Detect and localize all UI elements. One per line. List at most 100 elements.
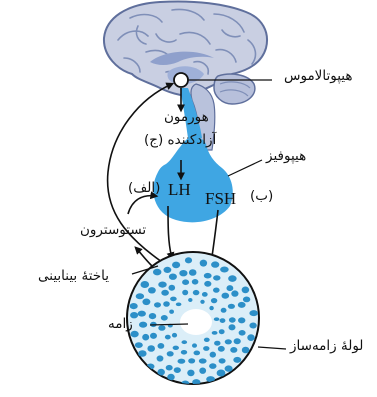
tubule-cell-dot [214,341,220,346]
tubule-cell-dot [130,303,138,309]
tubule-cell-dot [163,301,170,307]
tubule-cell-dot [249,310,258,316]
tubule-cell-dot [247,334,254,341]
tubule-cell-dot [192,343,197,347]
tubule-cell-dot [243,297,250,303]
tubule-cell-dot [135,342,143,348]
tubule-cell-dot [139,322,147,328]
tubule-cell-dot [182,290,188,296]
seminiferous-tubule-label: لولهٔ زامه‌ساز [290,340,363,354]
cerebellum [214,74,255,104]
tubule-cell-dot [149,313,156,319]
tubule-cell-dot [138,350,146,357]
tubule-cell-dot [158,343,165,349]
tubule-cell-dot [230,347,237,353]
feedback-to-pituitary-arrow [128,196,156,214]
pituitary-label: هیپوفیز [266,150,306,164]
tubule-cell-dot [242,347,250,354]
tubule-cell-dot [229,324,236,330]
lumen-label: زامه [108,318,133,332]
testosterone-output-arrow [136,248,152,266]
fsh-letter-label: (ب) [250,190,273,204]
tubule-leader [258,347,286,349]
tubule-cell-dot [161,290,169,296]
tubule-cell-dot [217,370,226,377]
lh-label: LH [168,181,191,198]
tubule-cell-dot [202,292,208,297]
tubule-cell-dot [231,290,238,296]
tubule-cell-dot [219,358,226,363]
tubule-cell-dot [158,325,165,331]
tubule-lumen [180,309,212,335]
tubule-cell-dot [141,281,150,288]
tubule-cell-dot [238,317,245,323]
tubule-cell-dot [233,357,241,363]
tubule-cell-dot [199,358,207,363]
tubule-cell-dot [178,359,186,364]
releasing-hormone-label-line1: هورمون [164,111,209,125]
tubule-cell-dot [238,302,246,308]
tubule-cell-dot [182,279,189,285]
tubule-cell-dot [165,335,171,340]
tubule-cell-dot [212,331,218,335]
tubule-cell-dot [142,299,150,306]
tubule-cell-dot [188,298,192,302]
seminiferous-tubule-section [127,252,259,387]
interstitial-cell-label: یاختهٔ بینابینی [38,270,109,284]
tubule-cell-dot [153,269,161,276]
releasing-hormone-label-line2: آزادکننده (ج) [144,134,216,148]
tubule-cell-dot [234,338,241,344]
tubule-cell-dot [211,298,217,303]
tubule-cell-dot [189,269,197,276]
tubule-cell-dot [192,279,199,285]
tubule-cell-dot [204,273,212,279]
fsh-label: FSH [205,190,236,207]
tubule-cell-dot [179,270,187,276]
tubule-cell-dot [221,308,227,313]
hypothalamus-label: هیپوتالاموس [284,70,353,84]
tubule-cell-dot [209,306,213,310]
tubule-cell-dot [211,261,219,267]
tubule-cell-dot [220,318,226,323]
tubule-cell-dot [173,346,179,350]
hypothalamus-marker [174,73,188,87]
tubule-cell-dot [185,257,192,263]
tubule-cell-dot [169,285,176,291]
tubule-cell-dot [204,281,211,287]
tubule-cell-dot [210,352,216,358]
tubule-cell-dot [200,260,207,267]
tubule-cell-dot [188,358,195,363]
tubule-cell-dot [148,287,156,293]
tubule-cell-dot [167,351,174,356]
tubule-cell-dot [220,267,229,273]
tubule-cell-dot [174,367,181,373]
tubule-cell-dot [225,339,232,344]
tubule-cell-dot [158,282,166,288]
tubule-cell-dot [228,304,235,309]
tubule-cell-dot [239,330,246,336]
lh-letter-label: (الف) [128,182,160,196]
tubule-cell-dot [170,297,177,302]
tubule-cell-dot [187,370,194,377]
tubule-cell-dot [213,288,220,293]
tubule-cell-dot [181,350,187,355]
tubule-cell-dot [204,338,210,342]
pituitary-gland [153,137,233,223]
tubule-cell-dot [147,345,155,352]
tubule-cell-dot [228,275,236,282]
tubule-cell-dot [193,290,200,295]
tubule-cell-dot [209,363,216,369]
tubule-cell-dot [161,315,168,321]
tubule-cell-dot [172,333,177,338]
tubule-cell-dot [169,310,174,314]
tubule-cell-dot [138,311,146,317]
tubule-cell-dot [150,333,157,339]
tubule-cell-dot [229,317,236,322]
tubule-cell-dot [214,317,220,321]
tubule-cell-dot [172,262,180,269]
tubule-cell-dot [225,365,233,371]
tubule-cell-dot [242,287,250,294]
tubule-cell-dot [194,351,201,356]
tubule-cell-dot [213,275,220,280]
